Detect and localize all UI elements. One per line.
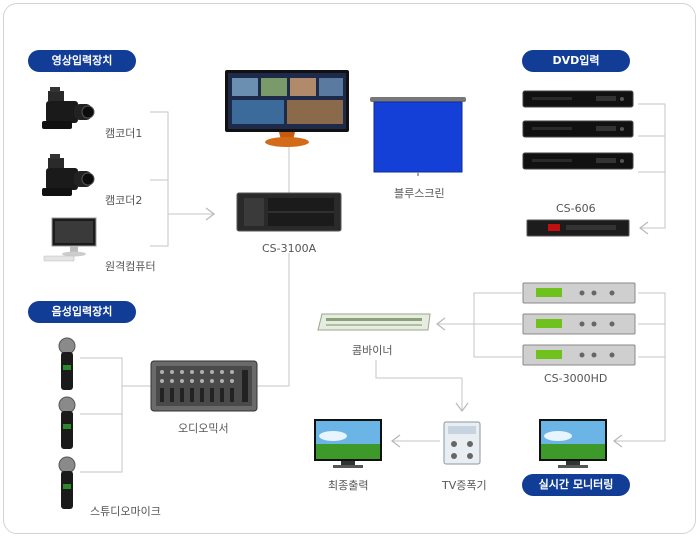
camcorder-2-label: 캠코더2 (105, 194, 143, 207)
dvd-player-1 (522, 90, 634, 108)
studio-mic-3 (58, 456, 76, 509)
camcorder-1-label: 캠코더1 (105, 127, 143, 140)
audio-input-heading: 음성입력장치 (28, 301, 136, 323)
camcorder-2 (42, 154, 95, 196)
live-monitoring-tv (539, 419, 607, 468)
remote-pc (43, 217, 97, 262)
dvd-input-heading: DVD입력 (522, 50, 630, 72)
cs-606-device (526, 219, 630, 237)
cs-3000hd-unit-2 (522, 313, 636, 335)
cs-3100a-label: CS-3100A (262, 242, 317, 255)
cs-3000hd-label: CS-3000HD (544, 372, 608, 385)
cs-3000hd-unit-1 (522, 282, 636, 304)
main-monitor (225, 70, 349, 147)
camcorder-1 (42, 87, 95, 129)
cs-606-label: CS-606 (556, 202, 596, 215)
tv-amplifier-label: TV증폭기 (442, 479, 487, 492)
audio-mixer (150, 360, 258, 412)
dvd-player-2 (522, 120, 634, 138)
audio-mixer-label: 오디오믹서 (178, 422, 229, 435)
blue-screen-label: 블루스크린 (394, 187, 445, 200)
dvd-player-3 (522, 152, 634, 170)
live-monitoring-heading: 실시간 모니터링 (522, 474, 630, 496)
remote-pc-label: 원격컴퓨터 (105, 260, 156, 273)
video-input-heading: 영상입력장치 (28, 50, 136, 72)
blue-screen (370, 97, 466, 176)
final-output-tv (314, 419, 382, 468)
studio-mic-label: 스튜디오마이크 (90, 505, 161, 518)
combiner-label: 콤바이너 (352, 344, 393, 357)
studio-mic-2 (58, 396, 76, 449)
combiner-device (317, 313, 431, 331)
studio-mic-1 (58, 337, 76, 390)
final-output-label: 최종출력 (328, 479, 369, 492)
tv-amplifier (443, 421, 481, 465)
cs-3000hd-unit-3 (522, 344, 636, 366)
cs-3100a-server (236, 192, 342, 232)
